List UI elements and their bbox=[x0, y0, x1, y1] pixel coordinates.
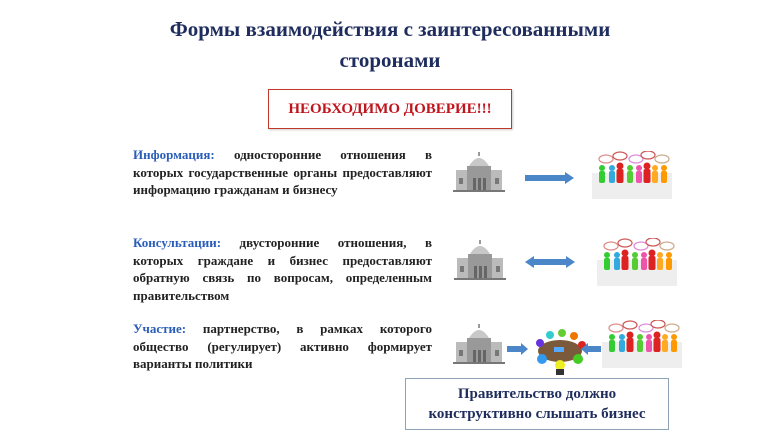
form-term: Информация: bbox=[133, 147, 215, 162]
arrow-right-icon bbox=[525, 172, 574, 184]
title-line-1: Формы взаимодействия с заинтересованными bbox=[169, 17, 611, 41]
arrow-left-icon bbox=[581, 343, 601, 355]
arrow-both-icon bbox=[525, 256, 575, 268]
form-term: Консультации: bbox=[133, 235, 222, 250]
form-text: односторонние отношения в которых госуда… bbox=[133, 147, 432, 197]
form-consultation: Консультации: двусторонние отношения, в … bbox=[133, 234, 432, 304]
conclusion-line-1: Правительство должно bbox=[457, 386, 617, 402]
conclusion-box: Правительство должно конструктивно слыша… bbox=[405, 378, 669, 430]
round-table-meeting-icon bbox=[536, 329, 586, 375]
form-information: Информация: односторонние отношения в ко… bbox=[133, 146, 432, 199]
government-building-icon bbox=[453, 324, 505, 364]
trust-banner: НЕОБХОДИМО ДОВЕРИЕ!!! bbox=[268, 89, 512, 129]
citizens-crowd-icon bbox=[602, 320, 682, 368]
form-text: партнерство, в рамках которого общество … bbox=[133, 321, 432, 371]
government-building-icon bbox=[453, 152, 505, 192]
form-participation: Участие: партнерство, в рамках которого … bbox=[133, 320, 432, 373]
slide-title: Формы взаимодействия с заинтересованными… bbox=[0, 14, 780, 76]
citizens-crowd-icon bbox=[597, 238, 677, 286]
form-term: Участие: bbox=[133, 321, 187, 336]
form-text: двусторонние отношения, в которых гражда… bbox=[133, 235, 432, 303]
arrow-right-icon bbox=[507, 343, 528, 355]
conclusion-line-2: конструктивно слышать бизнес bbox=[428, 406, 646, 422]
government-building-icon bbox=[454, 240, 506, 280]
title-line-2: сторонами bbox=[339, 48, 441, 72]
citizens-crowd-icon bbox=[592, 151, 672, 199]
